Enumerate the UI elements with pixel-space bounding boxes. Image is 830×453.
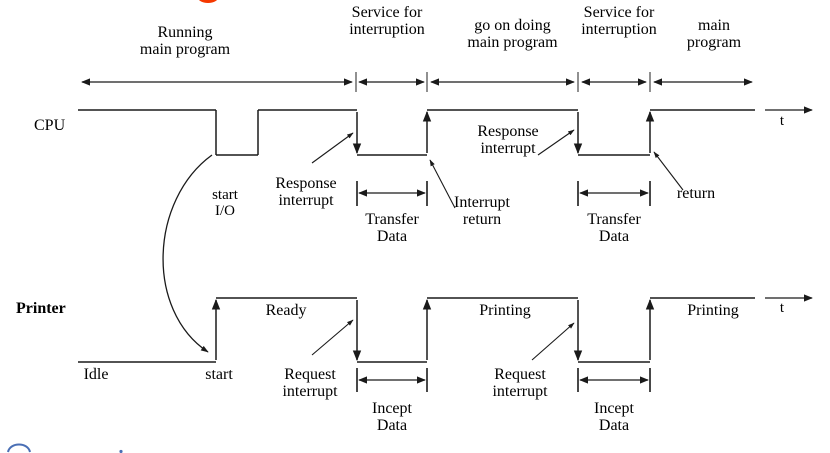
printer-interval-markers xyxy=(356,368,651,392)
annotation-ready: Ready xyxy=(265,302,307,319)
phase-label-service-for-interruption-1: Service for interruption xyxy=(349,4,425,39)
title-marker-ellipse xyxy=(198,0,218,3)
annotation-incept-data-1: Incept Data xyxy=(372,400,412,435)
annotation-response-interrupt-1: Response interrupt xyxy=(275,175,337,210)
annotation-incept-data-2: Incept Data xyxy=(594,400,634,435)
annotation-printing-1: Printing xyxy=(479,302,531,319)
annotation-request-interrupt-2: Request interrupt xyxy=(492,366,548,401)
printer-waveform xyxy=(78,297,755,363)
cpu-pointer-arrows xyxy=(311,129,684,209)
start-io-curved-arrow xyxy=(162,154,213,353)
phase-label-service-for-interruption-2: Service for interruption xyxy=(581,4,657,39)
annotation-response-interrupt-2: Response interrupt xyxy=(477,123,539,158)
cpu-interval-markers xyxy=(356,181,651,206)
printer-pointer-arrows xyxy=(311,319,575,361)
row-label-printer: Printer xyxy=(16,300,66,317)
annotation-idle: Idle xyxy=(83,366,109,383)
phase-axis xyxy=(81,72,753,92)
annotation-return-2: return xyxy=(676,185,716,202)
phase-label-main-program: main program xyxy=(686,17,742,52)
annotation-start: start xyxy=(205,366,233,383)
phase-label-go-on-doing-main-program: go on doing main program xyxy=(467,17,558,52)
phase-label-running-main-program: Running main program xyxy=(139,24,231,59)
row-label-cpu: CPU xyxy=(34,117,66,134)
annotation-request-interrupt-1: Request interrupt xyxy=(282,366,338,401)
printer-axis-variable-label: t xyxy=(779,300,785,316)
cpu-axis-variable-label: t xyxy=(779,113,785,129)
annotation-printing-2: Printing xyxy=(687,302,739,319)
annotation-transfer-data-1: Transfer Data xyxy=(365,211,419,246)
annotation-interrupt-return-1: Interrupt return xyxy=(454,194,510,229)
page-bottom-partial-glyph xyxy=(7,443,123,453)
annotation-transfer-data-2: Transfer Data xyxy=(587,211,641,246)
annotation-start-io: start I/O xyxy=(212,187,238,220)
cpu-waveform xyxy=(78,109,755,156)
